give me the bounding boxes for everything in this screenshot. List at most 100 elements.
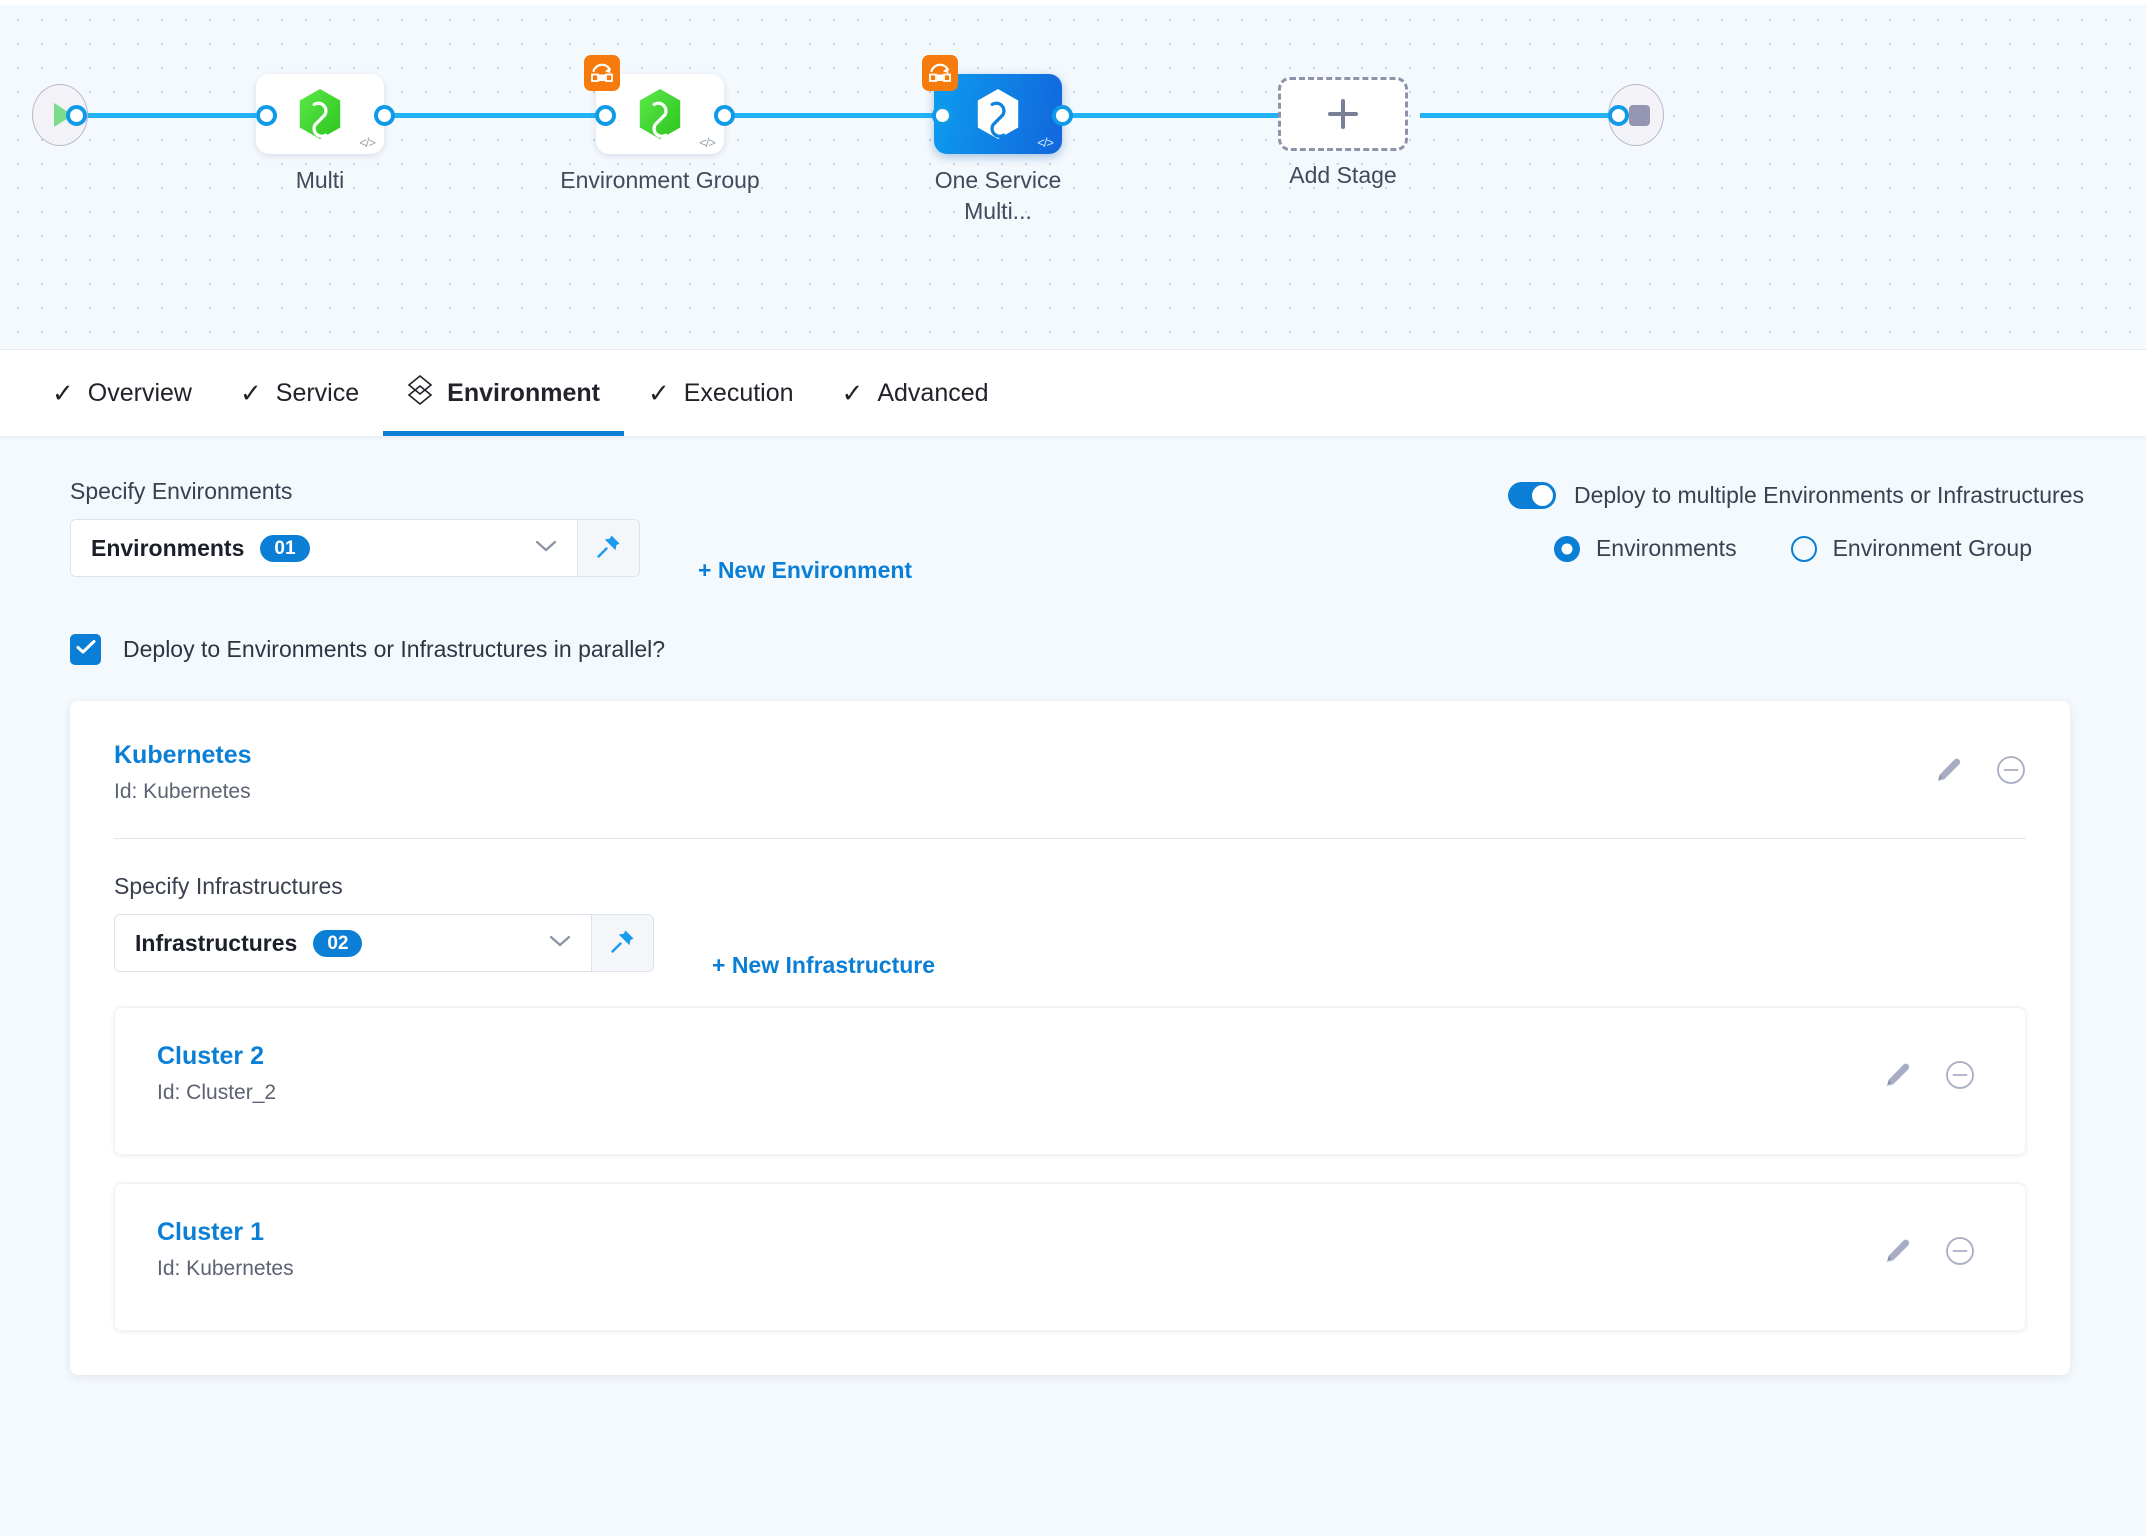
environments-select-value: Environments <box>91 534 245 561</box>
tab-overview[interactable]: ✓ Overview <box>28 350 216 436</box>
pipeline-start-node[interactable] <box>32 84 88 146</box>
infrastructure-card-cluster-2: Cluster 2 Id: Cluster_2 <box>114 1007 2026 1155</box>
infrastructure-remove-button[interactable] <box>1945 1236 1975 1271</box>
radio-environment-group[interactable] <box>1790 535 1817 562</box>
specify-infrastructures-label: Specify Infrastructures <box>114 873 343 899</box>
stage-label-multi: Multi <box>295 167 345 193</box>
tab-environment-label: Environment <box>447 378 600 407</box>
radio-environments-label: Environments <box>1595 535 1737 561</box>
infrastructure-edit-button[interactable] <box>1883 1237 1911 1270</box>
environment-edit-button[interactable] <box>1934 756 1962 789</box>
harness-hex-icon <box>636 88 684 140</box>
new-environment-link[interactable]: + New Environment <box>698 557 913 583</box>
environment-panel: Specify Environments Environments 01 <box>0 436 2146 1536</box>
environments-select[interactable]: Environments 01 <box>70 519 578 577</box>
infrastructure-name-link[interactable]: Cluster 1 <box>157 1218 264 1246</box>
tab-advanced[interactable]: ✓ Advanced <box>818 350 1013 436</box>
port-start-out[interactable] <box>66 105 87 126</box>
edge-envgroup-to-oneservice <box>680 113 945 118</box>
infrastructure-name-link[interactable]: Cluster 2 <box>157 1042 264 1070</box>
port-multi-in[interactable] <box>256 105 277 126</box>
infrastructures-pin-button[interactable] <box>592 914 654 972</box>
environments-pin-button[interactable] <box>578 519 640 577</box>
plus-icon-vertical <box>1341 99 1345 129</box>
parallel-deploy-row: Deploy to Environments or Infrastructure… <box>70 634 2146 665</box>
environment-name-link[interactable]: Kubernetes <box>114 741 252 769</box>
port-end-in[interactable] <box>1608 105 1629 126</box>
radio-environments[interactable] <box>1553 535 1580 562</box>
check-icon: ✓ <box>647 378 670 408</box>
harness-hex-icon <box>974 88 1022 140</box>
pencil-icon <box>1883 1061 1911 1094</box>
parallel-deploy-label: Deploy to Environments or Infrastructure… <box>123 636 666 662</box>
environments-select-wrap: Environments 01 <box>70 519 640 577</box>
parallel-deploy-checkbox[interactable] <box>70 634 101 665</box>
canvas-top-border <box>0 0 2146 5</box>
multi-deploy-toggle[interactable] <box>1507 482 1556 509</box>
pin-icon <box>610 928 636 959</box>
specify-infrastructures-group: Specify Infrastructures Infrastructures … <box>114 873 2026 979</box>
infrastructures-select[interactable]: Infrastructures 02 <box>114 914 592 972</box>
rollout-badge-icon <box>922 55 958 91</box>
tab-overview-label: Overview <box>87 378 192 407</box>
add-stage-button[interactable] <box>1278 77 1408 151</box>
infrastructure-row-actions <box>1883 1236 1975 1271</box>
chevron-down-icon <box>535 539 557 558</box>
rollout-badge-icon <box>584 55 620 91</box>
port-oneservice-in[interactable] <box>932 105 953 126</box>
stage-tab-bar: ✓ Overview ✓ Service Environment ✓ Execu… <box>0 350 2146 436</box>
edge-oneservice-to-addstage <box>1018 113 1278 118</box>
circle-minus-icon <box>1945 1236 1975 1271</box>
tab-service-label: Service <box>275 378 360 407</box>
edge-multi-to-envgroup <box>340 113 605 118</box>
pin-icon <box>596 533 622 564</box>
infrastructures-count-badge: 02 <box>313 929 363 957</box>
new-infrastructure-link[interactable]: + New Infrastructure <box>712 952 936 978</box>
code-icon[interactable]: </> <box>699 135 716 150</box>
port-envgroup-in[interactable] <box>595 105 616 126</box>
check-icon: ✓ <box>841 378 864 408</box>
port-oneservice-out[interactable] <box>1052 105 1073 126</box>
circle-minus-icon <box>1996 755 2026 790</box>
infrastructure-id-text: Id: Cluster_2 <box>157 1081 277 1104</box>
code-icon[interactable]: </> <box>359 135 376 150</box>
harness-hex-icon <box>296 88 344 140</box>
pencil-icon <box>1883 1237 1911 1270</box>
stage-node-multi[interactable]: </> <box>256 74 384 154</box>
stage-node-environment-group[interactable]: </> <box>584 55 724 154</box>
multi-deploy-toggle-label: Deploy to multiple Environments or Infra… <box>1573 482 2084 508</box>
infrastructure-id-text: Id: Kubernetes <box>157 1257 294 1280</box>
multi-deploy-toggle-row: Deploy to multiple Environments or Infra… <box>1507 482 2084 509</box>
environments-top-row: Specify Environments Environments 01 <box>0 478 2146 584</box>
check-icon: ✓ <box>239 378 262 408</box>
specify-environments-group: Specify Environments Environments 01 <box>0 478 912 584</box>
tab-service[interactable]: ✓ Service <box>216 350 383 436</box>
edge-addstage-to-end <box>1420 113 1620 118</box>
check-icon: ✓ <box>52 378 74 408</box>
circle-minus-icon <box>1945 1060 1975 1095</box>
layers-icon <box>407 374 433 412</box>
environment-remove-button[interactable] <box>1996 755 2026 790</box>
environment-card-divider <box>114 838 2026 839</box>
infrastructure-remove-button[interactable] <box>1945 1060 1975 1095</box>
port-multi-out[interactable] <box>374 105 395 126</box>
add-stage-label: Add Stage <box>1289 162 1397 188</box>
multi-deploy-controls: Deploy to multiple Environments or Infra… <box>1507 478 2146 562</box>
port-envgroup-out[interactable] <box>714 105 735 126</box>
tab-execution[interactable]: ✓ Execution <box>624 350 818 436</box>
tab-environment[interactable]: Environment <box>383 350 624 436</box>
stage-label-one-service-multi: One Service Multi... <box>934 167 1062 224</box>
infrastructure-row-actions <box>1883 1060 1975 1095</box>
stage-label-environment-group: Environment Group <box>560 167 760 193</box>
pipeline-canvas[interactable]: </> Multi </> Environment Group <box>0 0 2146 350</box>
infrastructures-select-value: Infrastructures <box>135 929 298 956</box>
infrastructure-edit-button[interactable] <box>1883 1061 1911 1094</box>
infrastructures-select-wrap: Infrastructures 02 <box>114 914 654 972</box>
environment-row-actions <box>1934 755 2026 790</box>
specify-environments-label: Specify Environments <box>70 478 293 504</box>
code-icon[interactable]: </> <box>1037 135 1054 150</box>
toggle-knob <box>1531 485 1553 506</box>
stop-icon <box>1628 104 1650 126</box>
stage-node-one-service-multi[interactable]: </> <box>922 55 1062 154</box>
chevron-down-icon <box>549 934 571 953</box>
